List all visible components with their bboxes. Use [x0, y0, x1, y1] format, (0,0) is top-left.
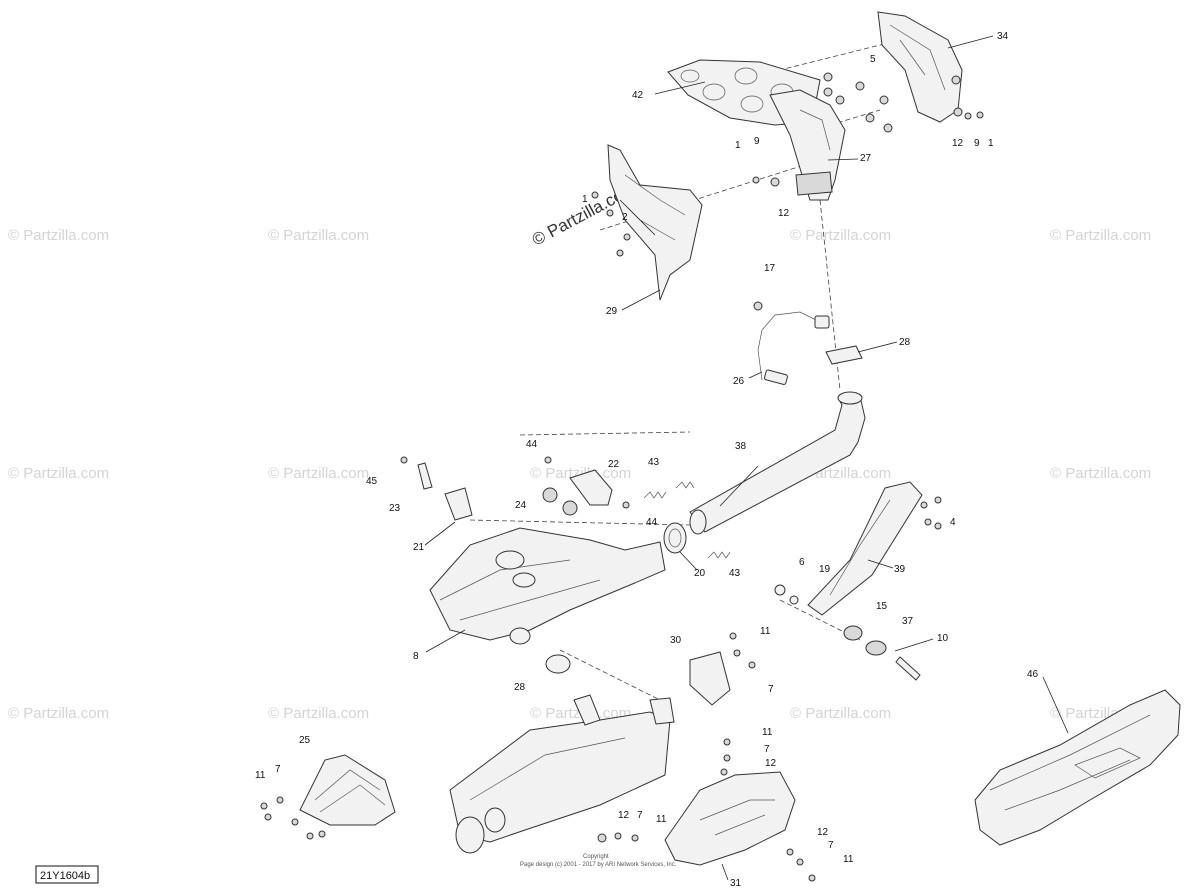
callout-2: 2 — [622, 212, 628, 223]
watermark: © Partzilla.com — [1050, 227, 1151, 244]
callout-7: 7 — [275, 764, 281, 775]
callout-28: 28 — [514, 682, 526, 693]
callout-1: 1 — [988, 138, 994, 149]
watermark: © Partzilla.com — [530, 465, 631, 482]
watermark: © Partzilla.com — [268, 465, 369, 482]
oxygen-sensor — [757, 311, 830, 385]
heat-shield-lower — [607, 144, 703, 301]
callout-23: 23 — [389, 503, 401, 514]
callout-19: 19 — [819, 564, 831, 575]
callout-25: 25 — [299, 735, 311, 746]
watermark: © Partzilla.com — [268, 705, 369, 722]
copyright-text: Copyright — [583, 854, 609, 860]
muffler-lower — [449, 694, 675, 854]
callout-43: 43 — [648, 457, 660, 468]
callout-1: 1 — [582, 194, 588, 205]
watermark: © Partzilla.com — [790, 705, 891, 722]
exhaust-manifold — [769, 89, 846, 201]
callout-45: 45 — [366, 476, 378, 487]
callout-9: 9 — [754, 136, 760, 147]
callout-12: 12 — [778, 208, 790, 219]
diagram-id-label: 21Y1604b — [35, 865, 99, 884]
front-exhaust-pipe — [689, 391, 866, 535]
callout-12: 12 — [618, 810, 630, 821]
watermarks: © Partzilla.com © Partzilla.com © Partzi… — [8, 179, 1151, 722]
callout-43: 43 — [729, 568, 741, 579]
callout-31: 31 — [730, 878, 742, 889]
callout-9: 9 — [974, 138, 980, 149]
callout-5: 5 — [870, 54, 876, 65]
callout-39: 39 — [894, 564, 906, 575]
callout-11: 11 — [656, 814, 667, 825]
callout-28: 28 — [899, 337, 911, 348]
muffler-end-cap — [299, 754, 396, 826]
callout-11: 11 — [843, 854, 854, 865]
callout-11: 11 — [762, 727, 773, 738]
leader-lines — [424, 35, 1069, 881]
watermark: © Partzilla.com — [790, 227, 891, 244]
heat-shield-small — [689, 651, 731, 706]
callout-42: 42 — [632, 90, 644, 101]
diagram-id-text: 21Y1604b — [40, 870, 90, 882]
heat-shield-muffler — [664, 771, 796, 866]
callout-27: 27 — [860, 153, 872, 164]
hanger-bracket — [542, 469, 613, 516]
bracket-small — [417, 462, 433, 490]
page-design-text: Page design (c) 2001 - 2017 by ARI Netwo… — [520, 862, 677, 868]
callout-20: 20 — [694, 568, 706, 579]
callout-12: 12 — [952, 138, 964, 149]
callout-12: 12 — [817, 827, 829, 838]
fasteners — [260, 72, 984, 882]
callout-12: 12 — [765, 758, 777, 769]
callout-15: 15 — [876, 601, 888, 612]
bushing-hardware — [774, 584, 921, 681]
callout-46: 46 — [1027, 669, 1039, 680]
callout-4: 4 — [950, 517, 956, 528]
watermark: © Partzilla.com — [8, 465, 109, 482]
callout-44: 44 — [526, 439, 538, 450]
callout-11: 11 — [255, 770, 266, 781]
springs — [643, 481, 731, 559]
muffler — [429, 527, 666, 645]
callout-8: 8 — [413, 651, 419, 662]
callout-7: 7 — [764, 744, 770, 755]
callout-21: 21 — [413, 542, 425, 553]
callout-34: 34 — [997, 31, 1009, 42]
callout-38: 38 — [735, 441, 747, 452]
rubber-hanger — [444, 487, 473, 521]
callout-11: 11 — [760, 626, 771, 637]
callout-22: 22 — [608, 459, 620, 470]
clamp-lower — [545, 654, 571, 674]
callout-7: 7 — [828, 840, 834, 851]
callout-6: 6 — [799, 557, 805, 568]
watermark: © Partzilla.com — [1050, 465, 1151, 482]
gasket-ring — [663, 522, 687, 554]
heat-shield-upper — [877, 11, 963, 123]
watermark: © Partzilla.com — [8, 227, 109, 244]
clamp-upper — [825, 345, 863, 365]
callout-29: 29 — [606, 306, 618, 317]
watermark: © Partzilla.com — [268, 227, 369, 244]
callout-44: 44 — [646, 517, 658, 528]
muffler-assembly — [974, 689, 1181, 846]
callout-26: 26 — [733, 376, 745, 387]
callout-37: 37 — [902, 616, 914, 627]
callout-1: 1 — [735, 140, 741, 151]
callout-30: 30 — [670, 635, 682, 646]
callout-24: 24 — [515, 500, 527, 511]
callout-17: 17 — [764, 263, 776, 274]
callout-7: 7 — [637, 810, 643, 821]
callout-7: 7 — [768, 684, 774, 695]
support-bracket — [807, 481, 923, 616]
callouts: 34 5 42 12 9 1 1 9 27 12 1 2 29 17 28 26… — [255, 31, 1039, 889]
callout-10: 10 — [937, 633, 949, 644]
watermark: © Partzilla.com — [8, 705, 109, 722]
